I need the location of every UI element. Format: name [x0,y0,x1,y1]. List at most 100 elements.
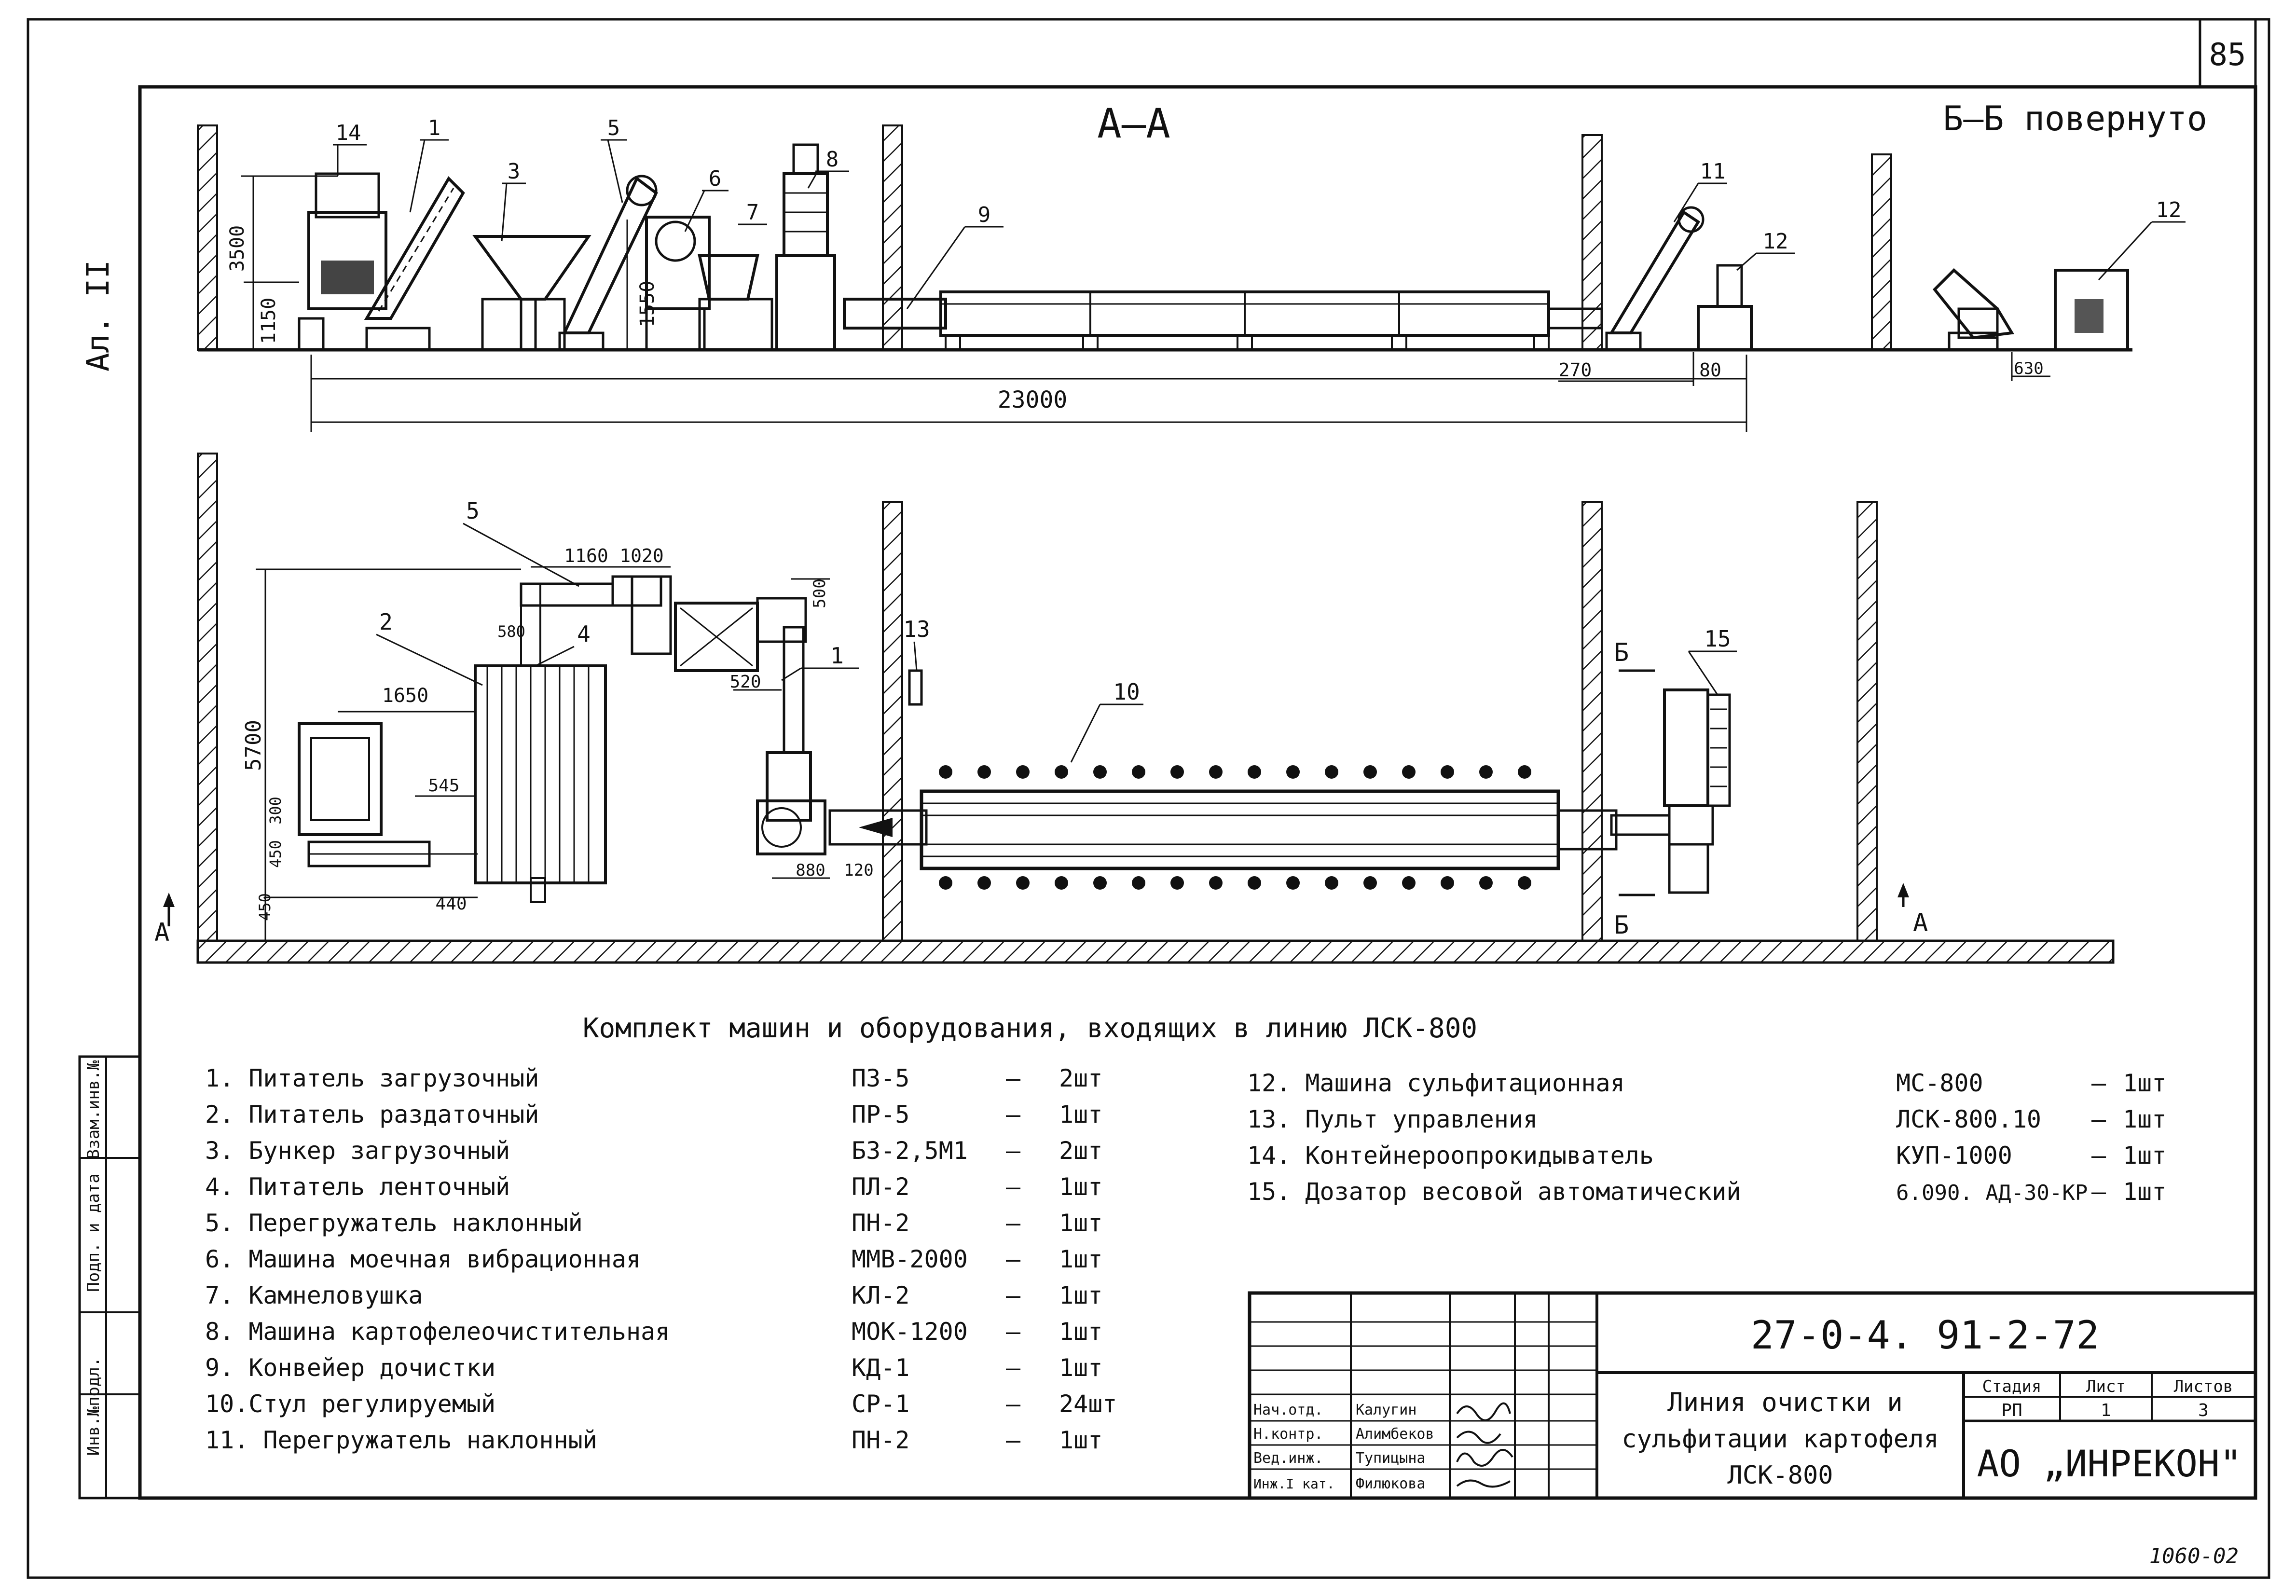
equipment-item-dash: — [1006,1209,1021,1237]
plan-cleaning-conveyor [828,789,1618,870]
plan-distribution-feeder [474,583,607,903]
plan-floor-wall [196,939,2115,964]
plan-callouts [376,523,1737,763]
equipment-title: Комплект машин и оборудования, входящих … [583,1013,1477,1044]
callout-1: 1 [428,116,441,140]
equipment-item-dash: — [2091,1142,2106,1169]
equipment-item-dash: — [1006,1426,1021,1454]
sulfitation-machine [1697,264,1753,351]
equipment-item-model: ПН-2 [852,1426,909,1454]
plan-callout-13: 13 [903,616,930,642]
equipment-item-qty: 1шт [1059,1101,1102,1128]
equipment-item-name: 12. Машина сульфитационная [1247,1069,1625,1097]
plan-transfer-path [520,575,826,855]
plan-callout-4: 4 [577,621,591,647]
plan-stools-bottom [939,876,1531,890]
elevation-view [197,124,2132,432]
equipment-item-dash: — [1006,1137,1021,1165]
incline-transfer-2 [1605,206,1705,351]
equipment-item-qty: 2шт [1059,1064,1102,1092]
head-stage: Стадия [1982,1377,2042,1396]
equipment-item-name: 9. Конвейер дочистки [205,1354,495,1382]
dim-1550: 1550 [636,281,659,327]
equipment-item-name: 11. Перегружатель наклонный [205,1426,597,1454]
equipment-list-left: 1. Питатель загрузочный ПЗ-5 — 2шт 2. Пи… [205,1064,1117,1454]
stone-trap [698,254,773,351]
marker-b-top: Б [1614,638,1629,667]
equipment-item-model: ПР-5 [852,1101,909,1128]
dim-5700: 5700 [241,720,266,771]
wall-right [1581,134,1603,351]
dim-450-b: 450 [256,893,274,921]
plan-control-panel [908,669,923,706]
callout-14: 14 [336,121,361,145]
plan-wall-far [1856,501,1878,942]
plan-view [163,453,2115,964]
equipment-item-dash: — [1006,1173,1021,1201]
equipment-item-qty: 1шт [1059,1281,1102,1309]
equipment-item-name: 10.Стул регулируемый [205,1390,495,1418]
dim-500: 500 [810,578,829,608]
equipment-item-dash: — [2091,1178,2106,1206]
dim-630: 630 [2014,359,2043,378]
side-stamp [78,1055,141,1500]
equipment-item-name: 2. Питатель раздаточный [205,1101,539,1128]
head-sheets: Листов [2174,1377,2233,1396]
signer-role: Нач.отд. [1253,1402,1323,1418]
equipment-item-name: 15. Дозатор весовой автоматический [1247,1178,1741,1206]
dim-880: 880 [796,861,825,880]
callout-12-bb: 12 [2156,198,2182,222]
wall-left [197,124,218,351]
equipment-item-model: МОК-1200 [852,1318,968,1346]
side-stamp-inventory: Инв.№подл. [84,1357,103,1456]
equipment-item-dash: — [2091,1069,2106,1097]
equipment-item-qty: 1шт [1059,1354,1102,1382]
equipment-item-name: 14. Контейнероопрокидыватель [1247,1142,1654,1169]
equipment-item-model: МС-800 [1896,1069,1983,1097]
equipment-item-name: 13. Пульт управления [1247,1105,1538,1133]
dim-270: 270 [1559,359,1592,381]
loading-feeder [364,176,465,351]
equipment-item-qty: 1шт [1059,1318,1102,1346]
equipment-item-name: 5. Перегружатель наклонный [205,1209,583,1237]
signer-role: Инж.I кат. [1253,1476,1335,1492]
plan-wall-left [197,453,218,942]
dim-520: 520 [729,672,761,692]
sheet-value: 1 [2101,1401,2111,1420]
plan-sulfitation-dozer [1610,688,1731,894]
stage-value: РП [2001,1401,2022,1420]
equipment-item-model: СР-1 [852,1390,909,1418]
plan-callout-15: 15 [1704,626,1731,652]
equipment-item-qty: 1шт [2123,1105,2166,1133]
dim-300: 300 [266,797,285,825]
signer-name: Алимбеков [1356,1426,1434,1443]
doc-code: 27-0-4. 91-2-72 [1751,1313,2099,1358]
incline-transfer [558,175,658,351]
equipment-item-dash: — [2091,1105,2106,1133]
title-line-2: сульфитации картофеля [1622,1425,1939,1454]
section-markers [163,669,1909,926]
dim-440: 440 [435,894,467,914]
sheet-frame [27,18,2270,1579]
equipment-item-dash: — [1006,1318,1021,1346]
callout-8: 8 [826,147,839,172]
equipment-item-model: КД-1 [852,1354,909,1382]
dim-545: 545 [428,776,459,796]
equipment-item-model: КЛ-2 [852,1281,909,1309]
sheets-value: 3 [2198,1401,2209,1420]
equipment-item-qty: 1шт [1059,1209,1102,1237]
callout-12: 12 [1763,229,1788,254]
equipment-item-model: ПЛ-2 [852,1173,909,1201]
equipment-item-model: ПН-2 [852,1209,909,1237]
dim-80: 80 [1699,359,1721,381]
equipment-item-name: 8. Машина картофелеочистительная [205,1318,670,1346]
washing-machine [645,216,711,351]
elevation-callouts [333,139,2186,309]
equipment-item-qty: 1шт [2123,1178,2166,1206]
plan-wall-mid [882,501,903,942]
plan-stools-top [939,765,1531,779]
callout-3: 3 [508,159,521,184]
wall-mid [882,124,903,351]
dim-1650: 1650 [382,685,428,707]
callout-7: 7 [746,200,759,225]
